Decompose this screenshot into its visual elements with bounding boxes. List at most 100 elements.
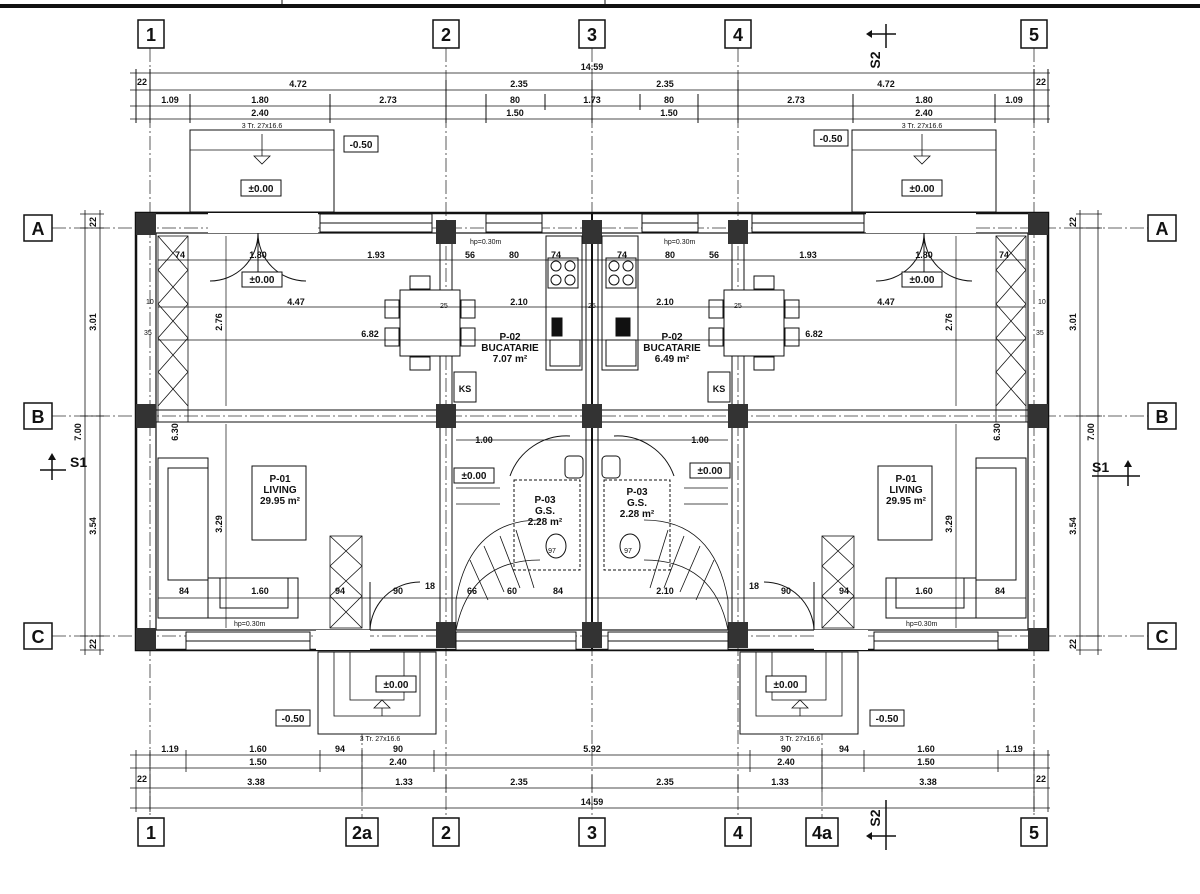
dimension-text-side: 3.01 7.00 3.54 3.01 7.00 3.54 22 22 22 2…: [73, 217, 1096, 649]
interior-dim-text: 1.80 1.93 56 80 74 74 74 80 56 1.93 1.80…: [144, 239, 1046, 628]
dim-value: 18: [749, 581, 759, 591]
dim-value: 3.38: [247, 777, 265, 787]
dim-value: 1.60: [917, 744, 935, 754]
room-name: BUCATARIE: [481, 343, 539, 354]
stair-label: 3 Tr. 27x16.6: [780, 736, 821, 743]
grid-label: 2: [441, 25, 451, 45]
grid-label: 2: [441, 823, 451, 843]
dim-value: 1.19: [1005, 744, 1023, 754]
dim-value: 2.40: [777, 757, 795, 767]
room-code: P-03: [534, 495, 556, 506]
dim-value: 1.80: [251, 95, 269, 105]
dimension-ticks-top: [135, 69, 1049, 123]
dim-value: 2.73: [787, 95, 805, 105]
section-mark-s2: S2: [867, 51, 883, 68]
exterior-stair-bottom-right: ±0.00 3 Tr. 27x16.6 -0.50: [739, 651, 905, 743]
dim-value: 94: [839, 586, 849, 596]
room-area: 6.49 m²: [655, 354, 690, 365]
level-marker: ±0.00: [774, 680, 799, 691]
exterior-stair-top-left: 3 Tr. 27x16.6 ±0.00 -0.50: [189, 123, 379, 213]
hp-note: hp=0.30m: [470, 239, 501, 246]
dim-value: 1.19: [161, 744, 179, 754]
dim-value: 1.60: [915, 586, 933, 596]
dim-value: 84: [179, 586, 189, 596]
title-strip: [0, 0, 1200, 8]
grid-label: 1: [146, 25, 156, 45]
grid-labels-top: 1 2 3 4 5: [137, 19, 1048, 49]
dim-overall: 14.59: [581, 797, 604, 807]
grid-label: A: [1156, 219, 1169, 239]
dim-value: 1.33: [771, 777, 789, 787]
room-name: G.S.: [535, 506, 555, 517]
grid-label: C: [32, 627, 45, 647]
living-furniture-left: [157, 457, 307, 619]
dining-set-left: [384, 275, 476, 371]
dim-value: 1.60: [249, 744, 267, 754]
dim-value: 80: [510, 95, 520, 105]
dim-value: 60: [507, 586, 517, 596]
level-marker: ±0.00: [384, 680, 409, 691]
grid-label: A: [32, 219, 45, 239]
grid-label: 4a: [812, 823, 833, 843]
dim-value: 2.35: [656, 777, 674, 787]
windows: [185, 213, 999, 651]
grid-label: 1: [146, 823, 156, 843]
dim-edge: 22: [88, 639, 98, 649]
dim-value: 1.50: [660, 108, 678, 118]
dim-value: 3.38: [919, 777, 937, 787]
dim-value: 25: [734, 303, 742, 310]
interior-dim-lines: [158, 236, 1026, 628]
dim-value: 1.93: [799, 250, 817, 260]
dim-value: 1.80: [249, 250, 267, 260]
ks-label: KS: [713, 384, 726, 394]
bathroom-fixtures: [513, 455, 671, 571]
dim-value: 3.29: [944, 515, 954, 533]
dim-value: 10: [1038, 299, 1046, 306]
section-marks: S2 S2 S1 S1: [40, 24, 1140, 850]
dimension-chains-bottom: [130, 750, 1050, 812]
level-marker: ±0.00: [249, 184, 274, 195]
room-area: 29.95 m²: [260, 496, 301, 507]
dim-edge: 22: [137, 774, 147, 784]
dim-value: 6.82: [805, 329, 823, 339]
dim-value: 2.35: [510, 79, 528, 89]
dim-value: 1.60: [251, 586, 269, 596]
dim-value: 90: [781, 744, 791, 754]
dim-edge: 22: [88, 217, 98, 227]
dim-value: 1.93: [367, 250, 385, 260]
dim-value: 1.00: [691, 435, 709, 445]
dim-value: 94: [839, 744, 849, 754]
room-area: 2.28 m²: [620, 509, 655, 520]
dim-value: 90: [393, 586, 403, 596]
dim-value: 1.09: [161, 95, 179, 105]
section-mark-s2: S2: [867, 809, 883, 826]
level-marker: ±0.00: [910, 275, 935, 286]
dim-value: 4.72: [289, 79, 307, 89]
dim-value: 2.73: [379, 95, 397, 105]
dim-value: 1.80: [915, 250, 933, 260]
dim-value: 4.47: [877, 297, 895, 307]
dim-value: 1.50: [249, 757, 267, 767]
dim-value: 74: [999, 250, 1009, 260]
dim-value: 1.73: [583, 95, 601, 105]
dim-value: 3.01: [88, 313, 98, 331]
room-area: 7.07 m²: [493, 354, 528, 365]
dim-value: 1.00: [475, 435, 493, 445]
dim-value: 3.54: [88, 517, 98, 535]
grid-label: 3: [587, 823, 597, 843]
level-marker: -0.50: [350, 140, 373, 151]
dim-value: 6.82: [361, 329, 379, 339]
exterior-stair-top-right: 3 Tr. 27x16.6 ±0.00 -0.50: [813, 123, 997, 213]
dim-value: 74: [551, 250, 561, 260]
dim-value: 80: [665, 250, 675, 260]
dim-value: 2.40: [251, 108, 269, 118]
dimension-text-top: 14.59 22 22 4.72 2.35 2.35 4.72 1.09 1.8…: [137, 62, 1046, 118]
grid-labels-rows: A A B B C C: [23, 214, 1177, 650]
grid-label: 3: [587, 25, 597, 45]
room-code: P-02: [499, 332, 521, 343]
grid-label: 4: [733, 25, 743, 45]
level-marker: ±0.00: [910, 184, 935, 195]
room-code: P-01: [895, 474, 917, 485]
dim-value: 2.40: [389, 757, 407, 767]
